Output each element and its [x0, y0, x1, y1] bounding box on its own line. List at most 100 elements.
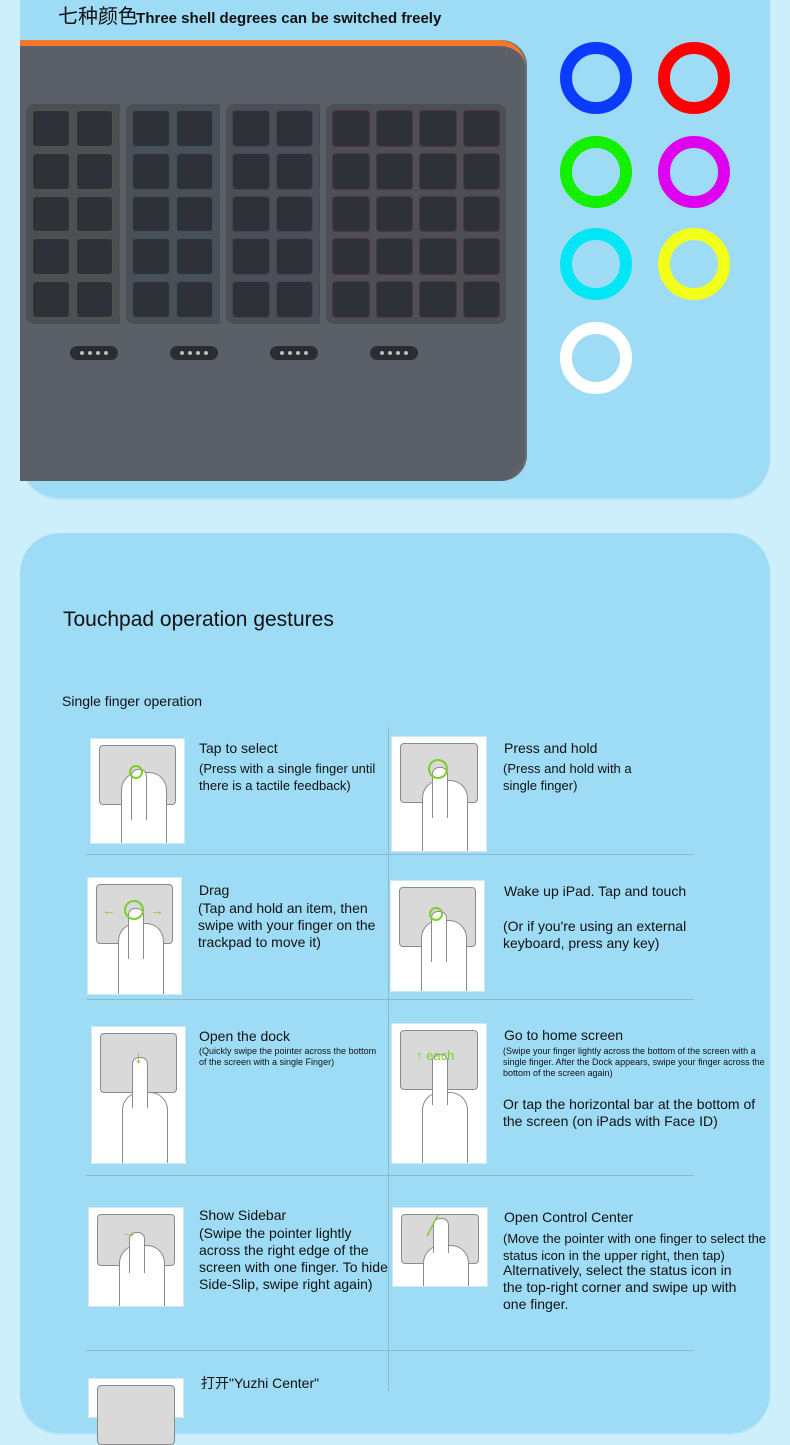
keyboard-key: [175, 195, 213, 233]
keyboard-key: [32, 238, 70, 276]
keyboard-key: [232, 152, 270, 190]
keyboard-key: [332, 152, 370, 190]
gesture-desc: (Press and hold with a single finger): [503, 761, 632, 793]
keyboard-image: [20, 40, 530, 481]
keyboard-key: [32, 152, 70, 190]
open-dock-illustration: ↓: [91, 1026, 186, 1164]
gesture-desc: (Swipe your finger lightly across the bo…: [503, 1046, 765, 1078]
keyboard-key: [175, 110, 213, 147]
arrow-right-icon: →: [150, 902, 164, 918]
drag-gesture-illustration: ← →: [87, 877, 182, 995]
gesture-desc: (Move the pointer with one finger to sel…: [503, 1231, 767, 1263]
keyboard-key: [462, 238, 500, 276]
keyboard-key: [232, 195, 270, 233]
keyboard-key: [32, 281, 70, 318]
yuzhi-center-illustration: [88, 1378, 184, 1445]
keyboard-key: [75, 195, 113, 233]
keyboard-key: [132, 152, 170, 190]
gesture-title: 打开"Yuzhi Center": [201, 1373, 319, 1393]
gesture-desc: (Swipe the pointer lightly across the ri…: [199, 1225, 388, 1292]
keyboard-key: [32, 195, 70, 233]
keyboard-key: [275, 281, 313, 318]
gesture-title: Open the dock: [199, 1028, 291, 1044]
keyboard-key: [375, 152, 413, 190]
ring-cyan: [560, 228, 632, 300]
keyboard-key: [132, 238, 170, 276]
wake-ipad-illustration: [390, 880, 485, 992]
keyboard-key: [375, 110, 413, 147]
touch-point-icon: [129, 765, 143, 779]
touch-point-icon: [429, 907, 443, 921]
gesture-desc: (Press with a single finger until there …: [199, 761, 376, 793]
keyboard-key: [462, 195, 500, 233]
ring-green: [560, 136, 632, 208]
home-screen-illustration: ↑ each: [391, 1023, 487, 1164]
keyboard-key: [419, 110, 457, 147]
ring-magenta: [658, 136, 730, 208]
swipe-up-icon: ↑ each: [416, 1048, 455, 1063]
show-sidebar-illustration: →: [88, 1207, 184, 1307]
keyboard-key: [32, 110, 70, 147]
keyboard-key: [332, 195, 370, 233]
keyboard-key: [232, 238, 270, 276]
keyboard-indicator: [270, 346, 318, 360]
keyboard-key: [175, 238, 213, 276]
keyboard-key: [132, 195, 170, 233]
arrow-right-icon: →: [121, 1224, 137, 1241]
keyboard-indicator: [70, 346, 118, 360]
keyboard-key: [419, 195, 457, 233]
keyboard-key: [232, 110, 270, 147]
color-rings: [560, 42, 760, 402]
hold-ring-icon: [428, 759, 448, 779]
keyboard-key: [75, 110, 113, 147]
keyboard-key: [275, 152, 313, 190]
keyboard-key: [132, 281, 170, 318]
ring-white: [560, 322, 632, 394]
gesture-title: Wake up iPad. Tap and touch: [504, 883, 687, 899]
keyboard-key: [375, 195, 413, 233]
gesture-desc: (Or if you're using an external keyboard…: [503, 918, 687, 951]
keyboard-key: [332, 238, 370, 276]
keyboard-key: [275, 110, 313, 147]
hero-title-text: Three shell degrees can be switched free…: [136, 10, 442, 27]
keyboard-key: [132, 110, 170, 147]
keyboard-key: [462, 110, 500, 147]
keyboard-key: [275, 195, 313, 233]
gesture-title: Go to home screen: [504, 1027, 624, 1043]
keyboard-key: [462, 152, 500, 190]
keyboard-key: [275, 238, 313, 276]
ring-blue: [560, 42, 632, 114]
section-subtitle: Single finger operation: [62, 693, 203, 709]
arrow-down-icon: ↓: [134, 1047, 143, 1067]
keyboard-indicator: [170, 346, 218, 360]
control-center-illustration: ╱: [392, 1207, 488, 1287]
tap-gesture-illustration: [90, 738, 185, 844]
gesture-title: Tap to select: [199, 740, 278, 756]
keyboard-red: [320, 40, 525, 481]
row-divider: [86, 999, 694, 1000]
keyboard-key: [232, 281, 270, 318]
keyboard-key: [75, 281, 113, 318]
gesture-title: Drag: [199, 882, 230, 898]
row-divider: [86, 1175, 694, 1176]
keyboard-key: [419, 152, 457, 190]
keyboard-key: [375, 238, 413, 276]
keyboard-key: [175, 281, 213, 318]
diagonal-swipe-icon: ╱: [427, 1216, 438, 1236]
gesture-title: Open Control Center: [504, 1209, 634, 1225]
keyboard-indicator: [370, 346, 418, 360]
keyboard-key: [375, 281, 413, 318]
keyboard-key: [332, 110, 370, 147]
row-divider: [86, 1350, 694, 1351]
gesture-desc: (Quickly swipe the pointer across the bo…: [199, 1046, 377, 1067]
gesture-desc: (Tap and hold an item, then swipe with y…: [198, 900, 376, 950]
gesture-title: Press and hold: [504, 740, 598, 756]
keyboard-keys: [326, 104, 506, 324]
ring-red: [658, 42, 730, 114]
arrow-left-icon: ←: [102, 902, 116, 918]
press-hold-illustration: [391, 736, 487, 852]
ring-yellow: [658, 228, 730, 300]
gesture-title-text: "Yuzhi Center": [229, 1375, 320, 1391]
keyboard-key: [332, 281, 370, 318]
hero-title-cjk: 七种颜色: [58, 6, 138, 28]
